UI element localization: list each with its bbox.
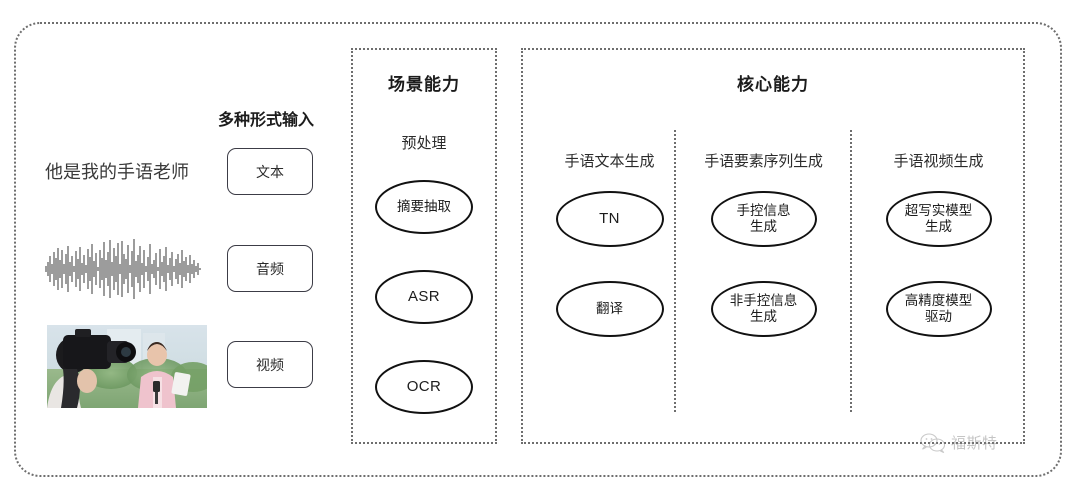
core-column-sign-element-seq: 手语要素序列生成 手控信息生成 非手控信息生成 — [682, 150, 845, 371]
input-sample-text: 他是我的手语老师 — [45, 162, 189, 182]
watermark: 福斯特 — [920, 432, 998, 453]
core-node-non-manual-info[interactable]: 非手控信息生成 — [710, 281, 817, 337]
input-section-heading: 多种形式输入 — [218, 112, 315, 129]
scene-capability-panel: 场景能力 预处理 摘要抽取 ASR OCR — [351, 48, 497, 444]
wechat-icon — [920, 432, 946, 453]
audio-waveform-icon — [45, 239, 201, 299]
modality-chip-audio[interactable]: 音频 — [227, 245, 313, 292]
core-column-divider-2 — [850, 130, 852, 412]
scene-node-asr[interactable]: ASR — [375, 270, 473, 324]
core-panel-title: 核心能力 — [737, 75, 809, 94]
core-node-tn[interactable]: TN — [555, 191, 664, 247]
scene-node-summary[interactable]: 摘要抽取 — [375, 180, 473, 234]
core-column-sign-text: 手语文本生成 TN 翻译 — [528, 150, 691, 371]
watermark-label: 福斯特 — [951, 435, 998, 452]
core-column-header-sign-text: 手语文本生成 — [564, 153, 655, 170]
core-column-divider-1 — [674, 130, 676, 412]
scene-node-list: 摘要抽取 ASR OCR — [353, 180, 495, 450]
core-capability-panel: 核心能力 手语文本生成 TN 翻译 手语要素序列生成 手控信息生成 非手控信息生… — [521, 48, 1025, 444]
core-column-header-sign-video: 手语视频生成 — [893, 153, 984, 170]
outer-frame — [14, 22, 1062, 477]
scene-node-ocr[interactable]: OCR — [375, 360, 473, 414]
core-column-header-sign-element-seq: 手语要素序列生成 — [704, 153, 823, 170]
core-node-hyperreal-model[interactable]: 超写实模型生成 — [885, 191, 992, 247]
scene-panel-title: 场景能力 — [388, 75, 460, 94]
core-column-sign-video: 手语视频生成 超写实模型生成 高精度模型驱动 — [857, 150, 1020, 371]
core-node-high-precision-model[interactable]: 高精度模型驱动 — [885, 281, 992, 337]
core-node-translation[interactable]: 翻译 — [555, 281, 664, 337]
core-node-manual-info[interactable]: 手控信息生成 — [710, 191, 817, 247]
modality-chip-video[interactable]: 视频 — [227, 341, 313, 388]
modality-chip-text[interactable]: 文本 — [227, 148, 313, 195]
video-thumbnail-image — [47, 325, 207, 408]
scene-panel-subtitle: 预处理 — [401, 135, 447, 152]
